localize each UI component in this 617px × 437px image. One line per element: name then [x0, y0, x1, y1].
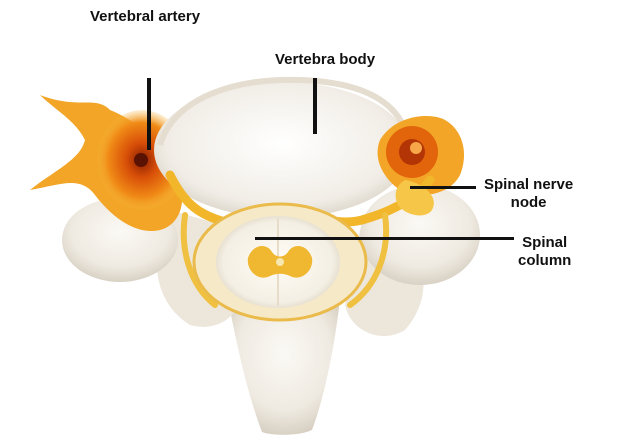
label-vertebral-artery: Vertebral artery: [90, 8, 200, 26]
leader-spinal-column: [255, 237, 514, 240]
label-spinal-column-line1: Spinal: [518, 234, 571, 252]
label-spinal-column-line2: column: [518, 252, 571, 270]
label-spinal-nerve-node: Spinal nerve node: [484, 176, 573, 212]
leader-spinal-nerve-node: [410, 186, 476, 189]
spinal-cord-center: [276, 258, 284, 266]
right-artery-highlight: [410, 142, 422, 154]
leader-vertebral-artery: [147, 78, 151, 150]
label-vertebra-body: Vertebra body: [275, 51, 375, 69]
label-spinal-nerve-node-line2: node: [484, 194, 573, 212]
label-spinal-column: Spinal column: [518, 234, 571, 270]
leader-vertebra-body: [313, 78, 317, 134]
label-spinal-nerve-node-line1: Spinal nerve: [484, 176, 573, 194]
left-artery-lumen: [134, 153, 148, 167]
